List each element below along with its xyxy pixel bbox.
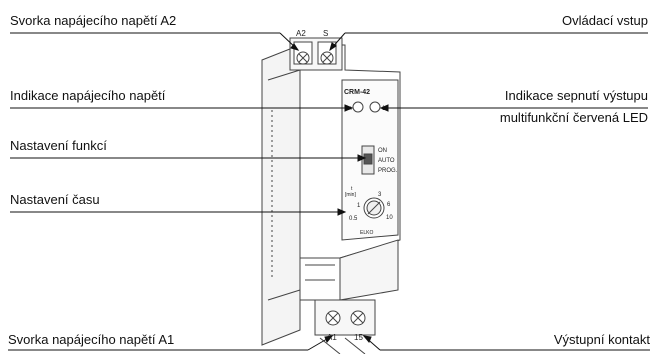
callout-time-setting: Nastavení času: [10, 192, 100, 207]
dial-unit-label-line2: [min]: [345, 192, 356, 198]
brand-label: ELKO: [360, 230, 373, 236]
callout-output-contact: Výstupní kontakt: [553, 332, 650, 347]
dial-unit-label-line1: t: [351, 186, 353, 192]
bottom-terminal-block: [314, 299, 376, 336]
terminal-a1-label: A1: [327, 333, 337, 342]
callout-supply-a1: Svorka napájecího napětí A1: [8, 332, 175, 347]
callout-function-setting: Nastavení funkcí: [10, 138, 107, 153]
dial-mark-0-5: 0.5: [349, 216, 358, 222]
terminal-a2-label: A2: [296, 29, 306, 38]
model-label: CRM-42: [344, 89, 370, 96]
terminal-15-label: 15: [354, 333, 363, 342]
callout-control-input: Ovládací vstup: [562, 13, 648, 28]
led-output-indicator: [369, 101, 381, 113]
switch-prog-label: PROG.: [378, 168, 398, 174]
dial-mark-1: 1: [357, 203, 361, 209]
switch-auto-label: AUTO: [378, 158, 395, 164]
switch-on-label: ON: [378, 148, 387, 154]
terminal-s-label: S: [323, 29, 328, 38]
callout-output-indication-line2: multifunkční červená LED: [499, 110, 648, 125]
dial-mark-6: 6: [387, 202, 391, 208]
dial-mark-3: 3: [378, 192, 382, 198]
lower-housing: [299, 257, 341, 301]
callout-supply-indication: Indikace napájecího napětí: [10, 88, 166, 103]
din-rail-profile: [261, 44, 301, 346]
dial-mark-10: 10: [386, 215, 393, 221]
callout-output-indication-line1: Indikace sepnutí výstupu: [504, 88, 648, 103]
led-supply-indicator: [352, 101, 364, 113]
callout-supply-a2: Svorka napájecího napětí A2: [10, 13, 177, 28]
